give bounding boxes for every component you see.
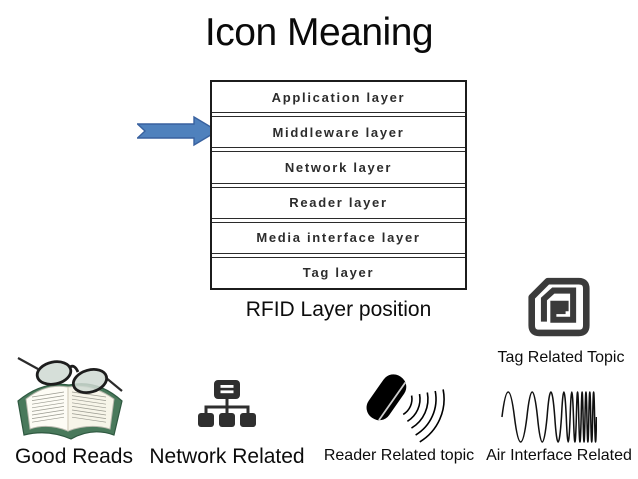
layer-tag: Tag layer xyxy=(212,256,465,288)
reader-waves-icon xyxy=(360,363,445,445)
glasses xyxy=(17,357,123,394)
open-book-with-glasses-icon xyxy=(14,355,126,447)
legend-label-good-reads: Good Reads xyxy=(15,445,133,468)
sitemap-icon xyxy=(197,380,257,430)
legend-label-network-related: Network Related xyxy=(149,445,305,468)
layer-network: Network layer xyxy=(212,151,465,184)
legend-label-tag-related: Tag Related Topic xyxy=(497,349,625,366)
chirp-wave-icon xyxy=(501,390,598,444)
rfid-layer-stack: Application layer Middleware layer Netwo… xyxy=(210,80,467,290)
layer-reader: Reader layer xyxy=(212,186,465,219)
layer-middleware: Middleware layer xyxy=(212,116,465,149)
layer-media-interface: Media interface layer xyxy=(212,221,465,254)
page-title: Icon Meaning xyxy=(204,11,434,54)
legend-label-air-interface: Air Interface Related xyxy=(486,447,632,464)
layer-application: Application layer xyxy=(212,82,465,114)
middleware-pointer-arrow-icon xyxy=(135,115,219,147)
legend-label-reader-related: Reader Related topic xyxy=(323,447,475,464)
diagram-caption: RFID Layer position xyxy=(245,298,432,321)
rfid-tag-icon xyxy=(527,276,591,339)
